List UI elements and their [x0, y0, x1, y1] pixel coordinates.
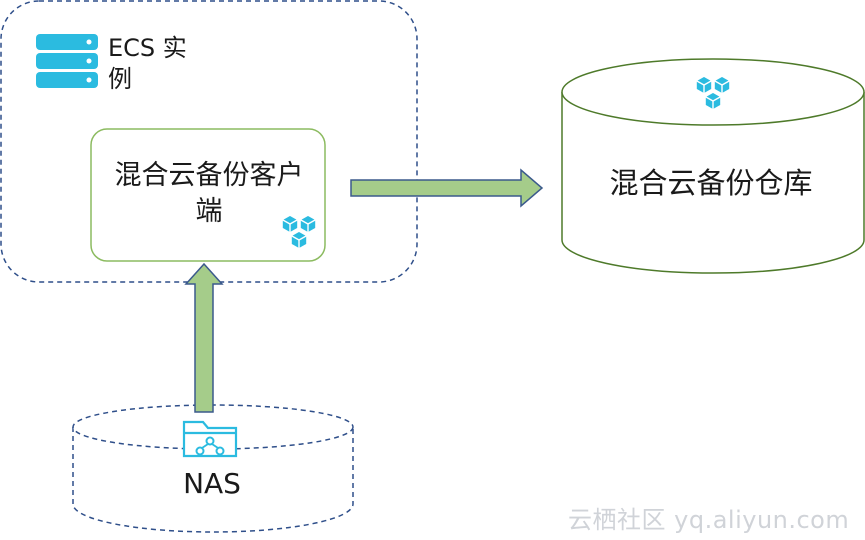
client-to-repository-arrow	[350, 168, 544, 208]
ecs-instance-label: ECS 实例	[108, 34, 187, 93]
backup-client-box	[90, 128, 326, 262]
nas-label: NAS	[183, 467, 241, 500]
backup-repository-cylinder	[561, 58, 865, 274]
server-stack-icon	[36, 34, 98, 88]
watermark-text: 云栖社区 yq.aliyun.com	[568, 506, 850, 534]
nas-cylinder	[72, 404, 354, 533]
nas-to-client-arrow	[184, 262, 224, 413]
shared-folder-icon	[182, 420, 238, 458]
backup-repository-label: 混合云备份仓库	[609, 166, 813, 200]
backup-client-label: 混合云备份客户端	[114, 160, 304, 227]
